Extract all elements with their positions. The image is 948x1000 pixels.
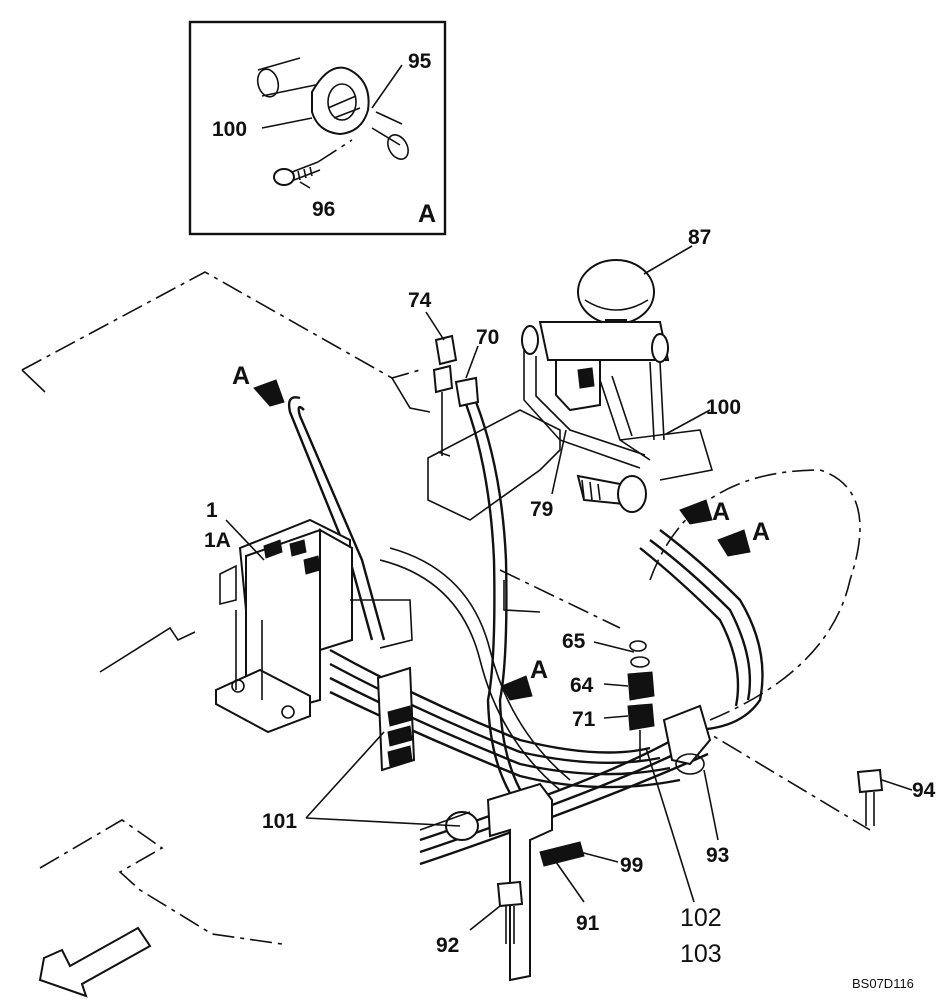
fittings-stack bbox=[627, 640, 655, 760]
label-1: 1 bbox=[206, 499, 218, 522]
accumulator-assembly bbox=[521, 259, 670, 513]
screw-part-96 bbox=[273, 168, 295, 186]
label-99: 99 bbox=[620, 854, 643, 877]
drawing-code: BS07D116 bbox=[852, 976, 914, 991]
label-1a: 1A bbox=[204, 529, 231, 552]
view-marker-a-3-text: A bbox=[752, 518, 770, 546]
label-103: 103 bbox=[680, 940, 722, 968]
pipes bbox=[287, 334, 533, 809]
label-71: 71 bbox=[572, 708, 596, 731]
label-93: 93 bbox=[706, 844, 729, 867]
solenoid-valve-1 bbox=[215, 518, 413, 734]
label-102: 102 bbox=[680, 904, 722, 932]
label-70: 70 bbox=[476, 326, 499, 349]
detail-view-letter: A bbox=[418, 200, 436, 228]
leader-lines bbox=[225, 245, 913, 931]
view-marker-a-2: A bbox=[679, 498, 730, 526]
label-79: 79 bbox=[530, 498, 553, 521]
direction-arrow bbox=[38, 926, 152, 998]
view-marker-a-1: A bbox=[232, 362, 285, 407]
valve-block bbox=[538, 321, 670, 361]
view-marker-a-2-text: A bbox=[712, 498, 730, 526]
bolt-92 bbox=[496, 880, 524, 980]
label-101: 101 bbox=[262, 810, 297, 833]
label-96: 96 bbox=[312, 198, 335, 221]
detail-view-a: 95 100 96 A bbox=[188, 20, 447, 236]
view-marker-a-4-text: A bbox=[530, 656, 548, 684]
label-95: 95 bbox=[408, 50, 432, 73]
label-100: 100 bbox=[706, 396, 741, 419]
callout-labels: 87 74 70 100 79 1 1A 65 64 71 101 94 93 … bbox=[204, 226, 936, 968]
bolt-94 bbox=[856, 768, 884, 826]
view-marker-a-3: A bbox=[717, 518, 770, 557]
label-87: 87 bbox=[688, 226, 711, 249]
label-64: 64 bbox=[570, 674, 594, 697]
view-marker-a-1-text: A bbox=[232, 362, 250, 390]
mount-plate bbox=[427, 409, 714, 521]
detail-frame bbox=[188, 20, 447, 236]
label-91: 91 bbox=[576, 912, 600, 935]
accumulator-87 bbox=[577, 259, 655, 325]
label-92: 92 bbox=[436, 934, 459, 957]
label-74: 74 bbox=[408, 289, 432, 312]
label-65: 65 bbox=[562, 630, 586, 653]
view-marker-a-4: A bbox=[501, 656, 548, 701]
clamp-part-95 bbox=[311, 66, 370, 136]
label-100-detail: 100 bbox=[212, 118, 247, 141]
label-94: 94 bbox=[912, 779, 936, 802]
